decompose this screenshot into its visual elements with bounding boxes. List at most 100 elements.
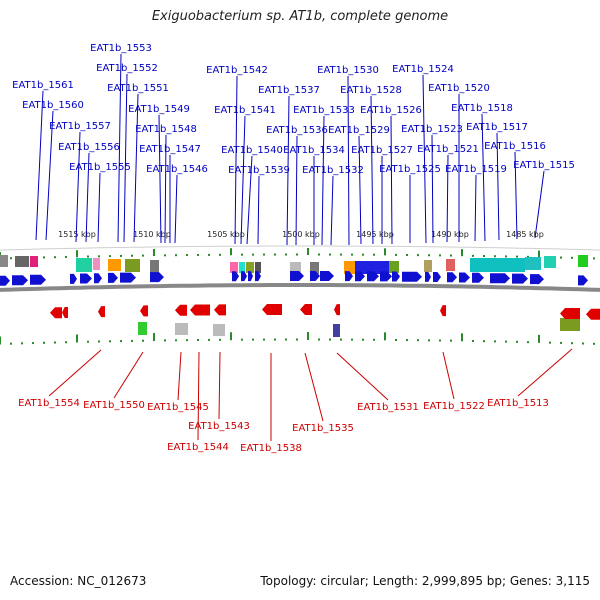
reverse-gene-label[interactable]: EAT1b_1535 xyxy=(292,423,354,434)
forward-gene-label[interactable]: EAT1b_1541 xyxy=(214,105,276,116)
reverse-gene-label[interactable]: EAT1b_1544 xyxy=(167,442,229,453)
reverse-gene-label[interactable]: EAT1b_1538 xyxy=(240,443,302,454)
forward-gene-label[interactable]: EAT1b_1526 xyxy=(360,105,422,116)
outer-tick xyxy=(241,253,243,256)
forward-gene-label[interactable]: EAT1b_1528 xyxy=(340,85,402,96)
forward-gene-arrow[interactable] xyxy=(490,273,510,284)
forward-gene-arrow[interactable] xyxy=(367,271,379,282)
forward-gene-arrow[interactable] xyxy=(255,271,261,282)
forward-gene-label[interactable]: EAT1b_1542 xyxy=(206,65,268,76)
forward-gene-label[interactable]: EAT1b_1532 xyxy=(302,165,364,176)
forward-gene-arrow[interactable] xyxy=(232,271,239,282)
forward-gene-arrow[interactable] xyxy=(578,275,588,286)
reverse-gene-arrow[interactable] xyxy=(586,308,600,320)
forward-gene-arrow[interactable] xyxy=(0,275,10,286)
forward-gene-arrow[interactable] xyxy=(459,272,470,283)
reverse-gene-arrow[interactable] xyxy=(440,305,446,317)
forward-gene-label[interactable]: EAT1b_1555 xyxy=(69,162,131,173)
forward-gene-arrow[interactable] xyxy=(433,272,441,283)
reverse-gene-label[interactable]: EAT1b_1550 xyxy=(83,400,145,411)
forward-gene-arrow[interactable] xyxy=(310,271,320,282)
forward-gene-arrow[interactable] xyxy=(380,271,392,282)
outer-tick xyxy=(164,254,166,257)
reverse-gene-arrow[interactable] xyxy=(334,304,340,316)
forward-gene-label[interactable]: EAT1b_1523 xyxy=(401,124,463,135)
forward-gene-arrow[interactable] xyxy=(392,271,400,282)
scale-label: 1490 kbp xyxy=(431,230,469,239)
forward-gene-label[interactable]: EAT1b_1551 xyxy=(107,83,169,94)
inner-tick xyxy=(417,339,419,342)
forward-gene-label[interactable]: EAT1b_1529 xyxy=(328,125,390,136)
reverse-gene-label[interactable]: EAT1b_1554 xyxy=(18,398,80,409)
forward-gene-label[interactable]: EAT1b_1560 xyxy=(22,100,84,111)
forward-gene-label[interactable]: EAT1b_1516 xyxy=(484,141,546,152)
forward-gene-label[interactable]: EAT1b_1548 xyxy=(135,124,197,135)
forward-gene-label[interactable]: EAT1b_1549 xyxy=(128,104,190,115)
reverse-gene-label[interactable]: EAT1b_1531 xyxy=(357,402,419,413)
reverse-gene-arrow[interactable] xyxy=(140,305,148,317)
reverse-gene-label[interactable]: EAT1b_1543 xyxy=(188,421,250,432)
reverse-gene-arrow[interactable] xyxy=(98,306,105,318)
outer-tick xyxy=(175,254,177,257)
forward-gene-arrow[interactable] xyxy=(345,271,353,282)
forward-gene-label[interactable]: EAT1b_1533 xyxy=(293,105,355,116)
forward-gene-label[interactable]: EAT1b_1527 xyxy=(351,145,413,156)
reverse-gene-label[interactable]: EAT1b_1545 xyxy=(147,402,209,413)
forward-gene-label[interactable]: EAT1b_1517 xyxy=(466,122,528,133)
reverse-gene-arrow[interactable] xyxy=(50,307,62,319)
forward-gene-arrow[interactable] xyxy=(120,272,136,283)
forward-gene-label[interactable]: EAT1b_1557 xyxy=(49,121,111,132)
forward-gene-label[interactable]: EAT1b_1530 xyxy=(317,65,379,76)
forward-gene-arrow[interactable] xyxy=(108,272,118,283)
forward-gene-arrow[interactable] xyxy=(80,273,92,284)
reverse-gene-arrow[interactable] xyxy=(175,304,187,316)
forward-gene-label[interactable]: EAT1b_1518 xyxy=(451,103,513,114)
outer-tick xyxy=(142,254,144,257)
forward-gene-arrow[interactable] xyxy=(30,274,46,285)
reverse-gene-arrow[interactable] xyxy=(62,307,68,319)
forward-gene-arrow[interactable] xyxy=(355,271,365,282)
forward-gene-arrow[interactable] xyxy=(94,273,102,284)
forward-gene-label[interactable]: EAT1b_1519 xyxy=(445,164,507,175)
forward-gene-label[interactable]: EAT1b_1546 xyxy=(146,164,208,175)
annotation-block xyxy=(125,259,140,272)
forward-gene-arrow[interactable] xyxy=(472,272,484,283)
forward-gene-arrow[interactable] xyxy=(12,275,28,286)
forward-gene-label[interactable]: EAT1b_1553 xyxy=(90,43,152,54)
forward-gene-label[interactable]: EAT1b_1537 xyxy=(258,85,320,96)
reverse-gene-label[interactable]: EAT1b_1522 xyxy=(423,401,485,412)
forward-gene-arrow[interactable] xyxy=(150,272,164,283)
forward-gene-arrow[interactable] xyxy=(402,271,422,282)
reverse-gene-arrow[interactable] xyxy=(262,304,282,316)
forward-gene-arrow[interactable] xyxy=(241,271,247,282)
forward-gene-label[interactable]: EAT1b_1540 xyxy=(221,145,283,156)
forward-gene-arrow[interactable] xyxy=(248,271,253,282)
forward-gene-label[interactable]: EAT1b_1539 xyxy=(228,165,290,176)
forward-gene-label[interactable]: EAT1b_1547 xyxy=(139,144,201,155)
reverse-gene-arrow[interactable] xyxy=(300,304,312,316)
inner-tick xyxy=(527,341,529,344)
reverse-gene-arrow[interactable] xyxy=(190,304,210,316)
reverse-gene-arrow[interactable] xyxy=(214,304,226,316)
forward-gene-label[interactable]: EAT1b_1524 xyxy=(392,64,454,75)
reverse-gene-arrow[interactable] xyxy=(560,308,580,320)
forward-gene-label[interactable]: EAT1b_1536 xyxy=(266,125,328,136)
forward-gene-label[interactable]: EAT1b_1521 xyxy=(417,144,479,155)
forward-gene-label[interactable]: EAT1b_1556 xyxy=(58,142,120,153)
forward-gene-label[interactable]: EAT1b_1520 xyxy=(428,83,490,94)
forward-gene-label[interactable]: EAT1b_1552 xyxy=(96,63,158,74)
forward-gene-arrow[interactable] xyxy=(530,274,544,285)
forward-gene-label[interactable]: EAT1b_1534 xyxy=(283,145,345,156)
forward-gene-label[interactable]: EAT1b_1515 xyxy=(513,160,575,171)
forward-gene-arrow[interactable] xyxy=(447,272,457,283)
forward-gene-label[interactable]: EAT1b_1525 xyxy=(379,164,441,175)
inner-tick xyxy=(560,341,562,344)
forward-gene-label[interactable]: EAT1b_1561 xyxy=(12,80,74,91)
forward-gene-arrow[interactable] xyxy=(290,271,304,282)
reverse-gene-label[interactable]: EAT1b_1513 xyxy=(487,398,549,409)
forward-gene-arrow[interactable] xyxy=(512,273,528,284)
forward-gene-arrow[interactable] xyxy=(70,273,77,284)
forward-gene-arrow[interactable] xyxy=(425,271,431,282)
forward-gene-arrow[interactable] xyxy=(320,271,334,282)
annotation-block xyxy=(470,258,525,272)
